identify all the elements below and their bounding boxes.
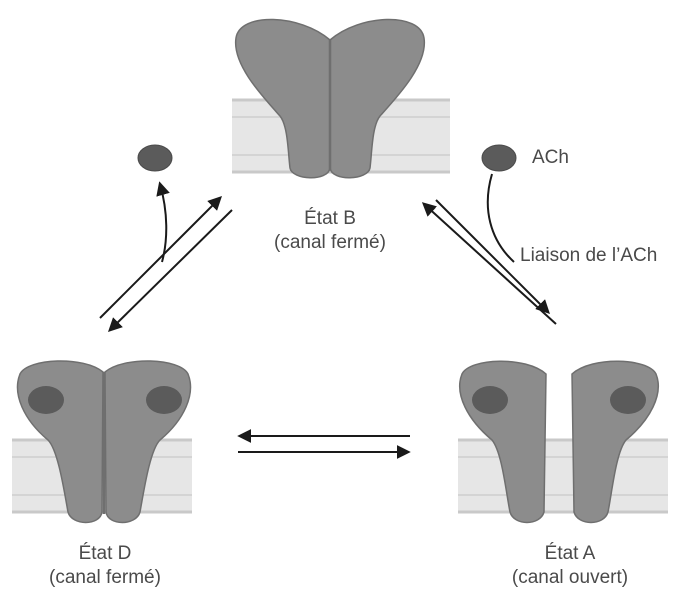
state-d-name: État D xyxy=(20,542,190,566)
state-b-receptor xyxy=(232,19,450,177)
state-a-ach-bound-right xyxy=(610,386,646,414)
arrow-d-to-b xyxy=(100,198,220,318)
state-d-receptor xyxy=(12,361,192,523)
ach-label: ACh xyxy=(532,146,569,170)
state-d-ach-bound-right xyxy=(146,386,182,414)
state-d-status: (canal fermé) xyxy=(20,566,190,590)
state-a-ach-bound-left xyxy=(472,386,508,414)
state-b-name: État B xyxy=(246,207,414,231)
state-b-status: (canal fermé) xyxy=(246,231,414,255)
state-a-receptor xyxy=(458,361,668,522)
ach-binding-label: Liaison de l’ACh xyxy=(520,244,657,268)
state-a-status: (canal ouvert) xyxy=(480,566,660,590)
state-b-label: État B (canal fermé) xyxy=(246,207,414,255)
state-a-label: État A (canal ouvert) xyxy=(480,542,660,590)
ach-released-molecule xyxy=(138,145,172,171)
state-d-ach-bound-left xyxy=(28,386,64,414)
arrow-ach-release xyxy=(160,184,166,262)
state-d-label: État D (canal fermé) xyxy=(20,542,190,590)
state-a-membrane xyxy=(458,440,668,512)
arrow-b-to-d xyxy=(110,210,232,330)
state-a-name: État A xyxy=(480,542,660,566)
arrow-ach-binding xyxy=(488,174,514,262)
ach-free-molecule xyxy=(482,145,516,171)
